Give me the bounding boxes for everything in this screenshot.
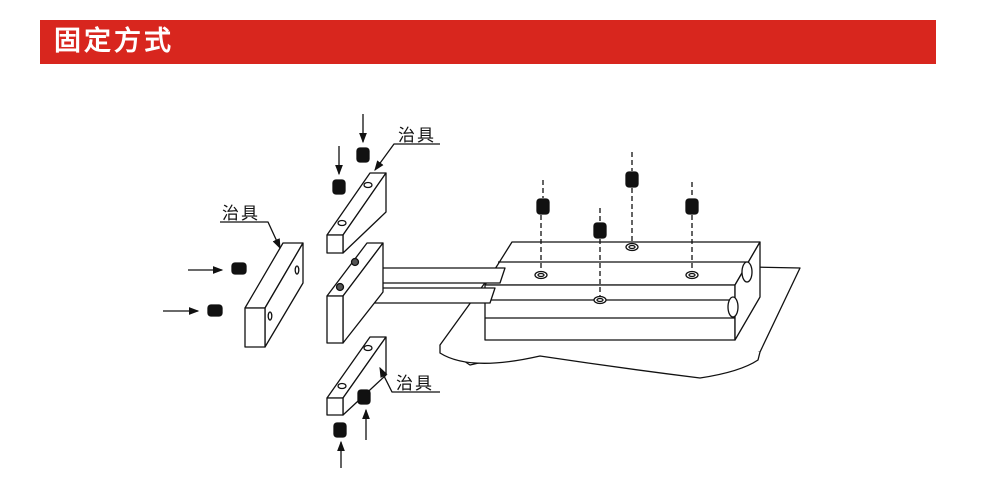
screws bbox=[207, 147, 699, 438]
jig-bottom bbox=[326, 336, 387, 416]
screw-icon bbox=[357, 389, 371, 405]
label-jig-top: 治具 bbox=[398, 126, 436, 146]
arrows bbox=[163, 114, 370, 468]
leader-lines bbox=[220, 143, 440, 393]
section-title: 固定方式 bbox=[54, 26, 174, 57]
cylinder-body bbox=[484, 241, 761, 341]
screw-icon bbox=[333, 422, 347, 438]
screw-icon bbox=[593, 222, 607, 239]
screw-icon bbox=[207, 304, 223, 317]
jig-top bbox=[326, 172, 387, 254]
section-header: 固定方式 bbox=[40, 20, 936, 64]
screw-icon bbox=[625, 171, 639, 188]
screw-icon bbox=[332, 179, 346, 195]
screw-icon bbox=[231, 262, 247, 275]
insertion-lines bbox=[540, 152, 693, 297]
label-jig-bottom: 治具 bbox=[396, 374, 434, 394]
screw-icon bbox=[685, 198, 699, 215]
label-jig-left: 治具 bbox=[222, 204, 260, 224]
screw-icon bbox=[356, 147, 370, 163]
jig-left bbox=[244, 242, 304, 348]
end-plate bbox=[326, 242, 384, 344]
screw-icon bbox=[536, 198, 550, 215]
